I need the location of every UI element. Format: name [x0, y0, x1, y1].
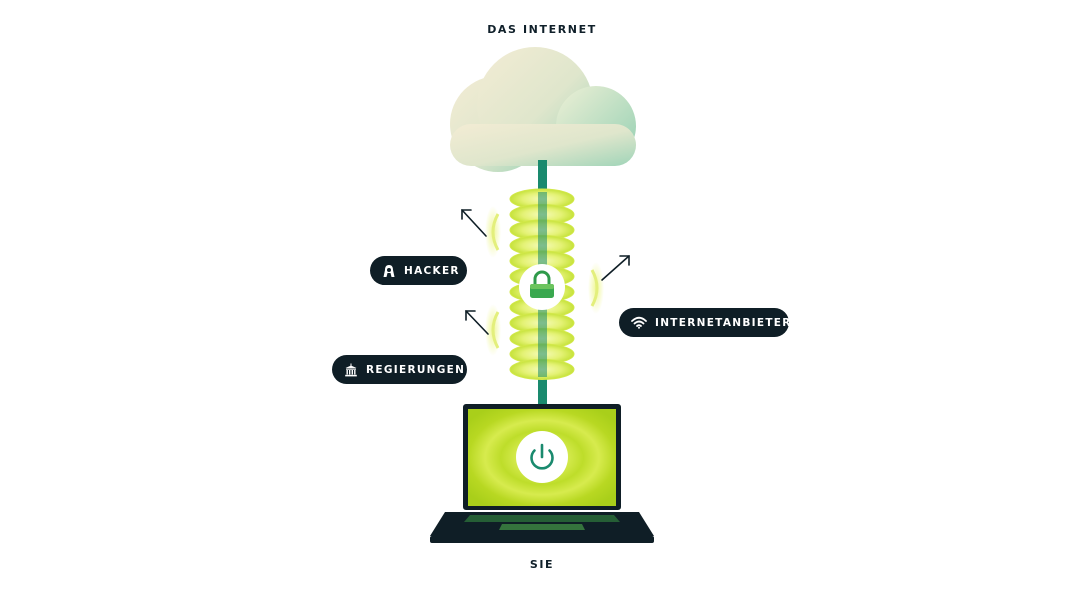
hacker-badge: HACKER: [370, 256, 467, 285]
cloud-icon: [450, 47, 636, 172]
threat-deflections: [461, 206, 630, 356]
you-label: SIE: [529, 558, 555, 571]
hacker-deflect-arrow: [461, 209, 487, 237]
governments-badge: REGIERUNGEN: [332, 355, 467, 384]
power-icon: [516, 431, 568, 483]
internet-label: DAS INTERNET: [487, 23, 597, 36]
wifi-icon: [631, 315, 647, 331]
governments-deflect-arrow: [465, 310, 489, 335]
hacker-icon: [382, 263, 396, 279]
hacker-label: HACKER: [404, 264, 460, 277]
padlock-icon: [519, 264, 565, 310]
isp-label: INTERNETANBIETER: [655, 316, 792, 329]
governments-label: REGIERUNGEN: [366, 363, 466, 376]
isp-deflect-arrow: [601, 255, 630, 281]
isp-badge: INTERNETANBIETER: [619, 308, 792, 337]
government-building-icon: [344, 362, 358, 378]
